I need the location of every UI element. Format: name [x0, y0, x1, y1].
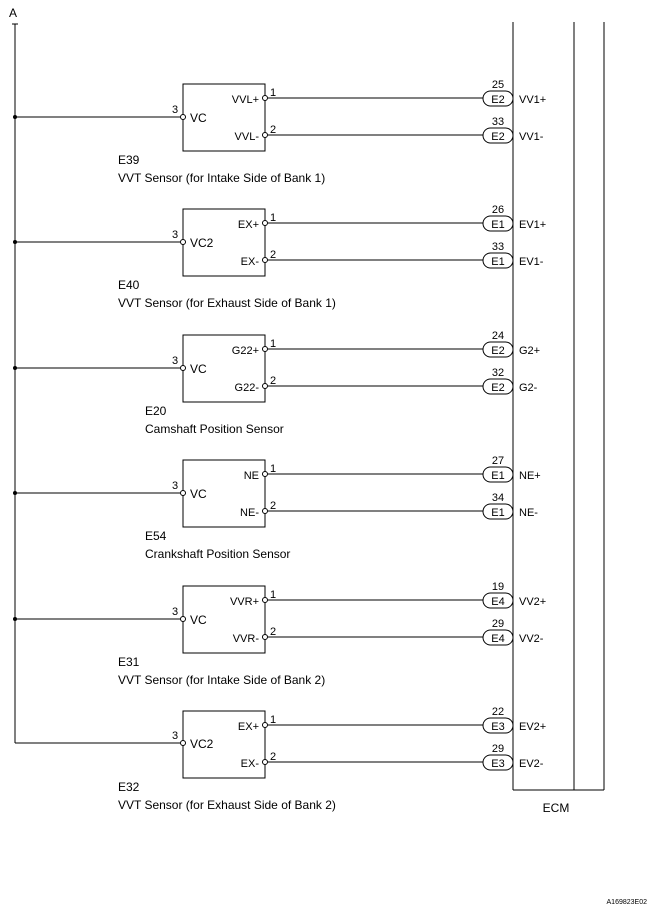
sensor-e31: 3 VC VVR+ VVR- 1 2 E4 E4 19 29 VV2+ VV2-…	[13, 581, 546, 687]
pin-number: 1	[270, 714, 276, 726]
connector-label: E1	[491, 507, 504, 519]
pin-label: VVR+	[230, 596, 259, 608]
sensor-name: Camshaft Position Sensor	[145, 422, 284, 436]
pin-label: NE	[244, 470, 259, 482]
pin-label: EX+	[238, 219, 259, 231]
pin-number: 2	[270, 500, 276, 512]
pin-number: 1	[270, 463, 276, 475]
connector-label: E3	[491, 721, 504, 733]
sensor-e20: 3 VC G22+ G22- 1 2 E2 E2 24 32 G2+ G2- E…	[13, 330, 540, 436]
pin-label: VVR-	[233, 633, 260, 645]
pin-label: VVL-	[235, 131, 260, 143]
connector-label: E2	[491, 131, 504, 143]
ecm-pin-number: 33	[492, 116, 504, 128]
vc-pin: 3	[172, 606, 178, 618]
pin-label: EX-	[241, 758, 260, 770]
ecm-pin-label: G2+	[519, 345, 540, 357]
ecm-pin-label: G2-	[519, 382, 538, 394]
ecm-pin-number: 26	[492, 204, 504, 216]
sensor-code: E20	[145, 404, 167, 418]
sensor-code: E54	[145, 529, 167, 543]
ecm-pin-number: 19	[492, 581, 504, 593]
ecm-pin-number: 29	[492, 743, 504, 755]
pin-label: G22-	[235, 382, 260, 394]
vc-pin: 3	[172, 355, 178, 367]
pin-number: 1	[270, 212, 276, 224]
ecm-pin-label: EV1+	[519, 219, 546, 231]
ecm-pin-label: EV1-	[519, 256, 544, 268]
ecm-pin-number: 33	[492, 241, 504, 253]
ecm-pin-number: 27	[492, 455, 504, 467]
pin-label: VVL+	[232, 94, 259, 106]
sensor-name: VVT Sensor (for Exhaust Side of Bank 2)	[118, 798, 336, 812]
ecm-pin-label: EV2+	[519, 721, 546, 733]
ecm-pin-label: VV2-	[519, 633, 544, 645]
connector-label: E4	[491, 596, 504, 608]
connector-label: E2	[491, 345, 504, 357]
ecm-pin-number: 25	[492, 79, 504, 91]
pin-number: 2	[270, 626, 276, 638]
connector-label: E1	[491, 470, 504, 482]
pin-number: 1	[270, 589, 276, 601]
ecm-pin-label: NE-	[519, 507, 538, 519]
vc-pin: 3	[172, 104, 178, 116]
ecm-pin-number: 29	[492, 618, 504, 630]
ecm-pin-number: 22	[492, 706, 504, 718]
pin-number: 2	[270, 249, 276, 261]
ecm-pin-label: VV1-	[519, 131, 544, 143]
sensor-code: E40	[118, 278, 140, 292]
figure-id: A169823E02	[607, 899, 648, 906]
vc-label: VC2	[190, 737, 214, 751]
pin-number: 2	[270, 751, 276, 763]
sensor-code: E32	[118, 780, 140, 794]
pin-number: 1	[270, 87, 276, 99]
vc-pin: 3	[172, 229, 178, 241]
ecm-pin-number: 24	[492, 330, 504, 342]
sensor-e40: 3 VC2 EX+ EX- 1 2 E1 E1 26 33 EV1+ EV1- …	[13, 204, 546, 310]
sensor-e32: 3 VC2 EX+ EX- 1 2 E3 E3 22 29 EV2+ EV2- …	[15, 706, 546, 812]
ecm-pin-label: VV1+	[519, 94, 546, 106]
connector-label: E3	[491, 758, 504, 770]
pin-label: EX-	[241, 256, 260, 268]
ecm-pin-label: EV2-	[519, 758, 544, 770]
connector-label: E2	[491, 94, 504, 106]
ecm-pin-number: 34	[492, 492, 504, 504]
connector-label: E2	[491, 382, 504, 394]
vc-label: VC	[190, 111, 207, 125]
connector-label: E4	[491, 633, 504, 645]
bus-a: A	[9, 6, 18, 743]
pin-label: G22+	[232, 345, 259, 357]
vc-label: VC	[190, 487, 207, 501]
vc-pin: 3	[172, 480, 178, 492]
vc-label: VC	[190, 613, 207, 627]
ecm-label: ECM	[543, 801, 570, 815]
bus-a-label: A	[9, 6, 17, 20]
vc-label: VC	[190, 362, 207, 376]
sensor-name: VVT Sensor (for Intake Side of Bank 2)	[118, 673, 325, 687]
pin-number: 1	[270, 338, 276, 350]
pin-number: 2	[270, 375, 276, 387]
vc-pin: 3	[172, 730, 178, 742]
ecm-block: ECM	[512, 22, 605, 815]
connector-label: E1	[491, 256, 504, 268]
sensor-e39: 3 VC VVL+ VVL- 1 2 E2 E2 25 33 VV1+ VV1-…	[13, 79, 546, 185]
sensor-name: VVT Sensor (for Intake Side of Bank 1)	[118, 171, 325, 185]
sensor-code: E39	[118, 153, 140, 167]
sensor-code: E31	[118, 655, 140, 669]
ecm-pin-label: VV2+	[519, 596, 546, 608]
sensor-name: Crankshaft Position Sensor	[145, 547, 290, 561]
connector-label: E1	[491, 219, 504, 231]
ecm-pin-label: NE+	[519, 470, 541, 482]
sensor-e54: 3 VC NE NE- 1 2 E1 E1 27 34 NE+ NE- E54 …	[13, 455, 541, 561]
sensor-name: VVT Sensor (for Exhaust Side of Bank 1)	[118, 296, 336, 310]
ecm-pin-number: 32	[492, 367, 504, 379]
vc-label: VC2	[190, 236, 214, 250]
pin-label: NE-	[240, 507, 259, 519]
pin-label: EX+	[238, 721, 259, 733]
pin-number: 2	[270, 124, 276, 136]
